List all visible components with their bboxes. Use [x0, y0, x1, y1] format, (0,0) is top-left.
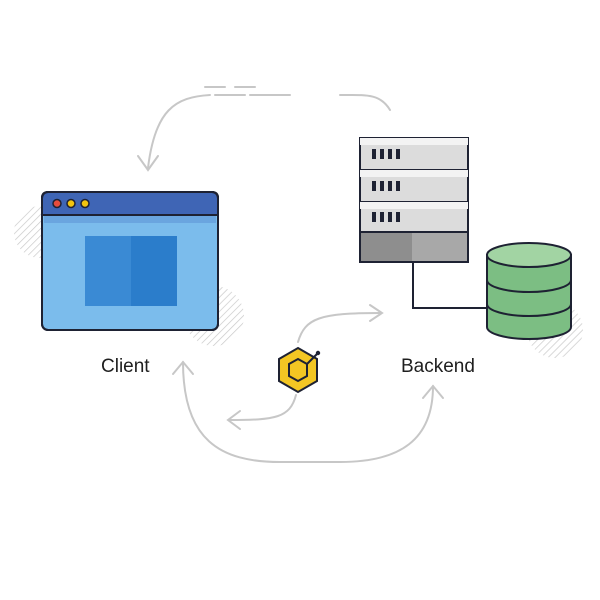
window-close-dot [52, 198, 62, 209]
backend-label: Backend [401, 356, 475, 377]
client-browser-window [14, 191, 244, 346]
graphql-to-client-arrow [226, 394, 297, 430]
window-maximize-dot [80, 198, 90, 209]
server-database-cable [412, 262, 490, 309]
database-cylinder [486, 242, 583, 358]
window-minimize-dot [66, 198, 76, 209]
top-loop-connector [137, 86, 391, 172]
client-label: Client [101, 356, 150, 377]
backend-server-rack [359, 137, 469, 263]
graphql-hexagon-icon [278, 346, 321, 394]
bottom-loop-connector [172, 360, 444, 463]
graphql-to-backend-arrow [297, 304, 384, 343]
